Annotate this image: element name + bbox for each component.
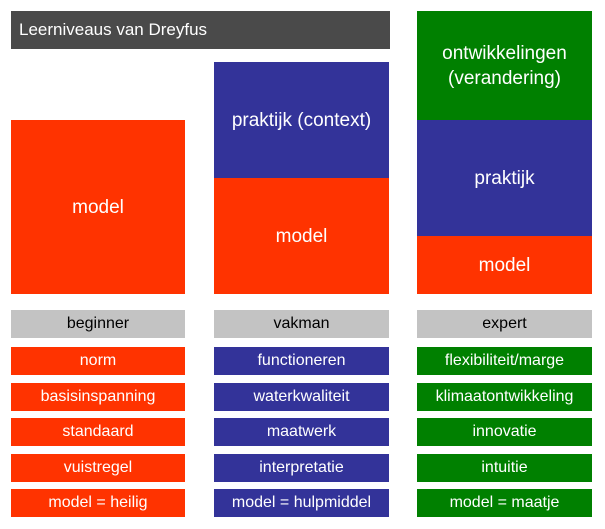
item-vakman-2: waterkwaliteit <box>214 383 389 411</box>
item-beginner-4: vuistregel <box>11 454 185 482</box>
block-vakman-praktijk: praktijk (context) <box>214 62 389 178</box>
item-expert-4: intuitie <box>417 454 592 482</box>
item-vakman-4: interpretatie <box>214 454 389 482</box>
item-beginner-3: standaard <box>11 418 185 446</box>
header-vakman: vakman <box>214 310 389 338</box>
item-beginner-2: basisinspanning <box>11 383 185 411</box>
block-expert-praktijk: praktijk <box>417 120 592 236</box>
block-beginner-model: model <box>11 120 185 294</box>
block-expert-ontwikkelingen: ontwikkelingen (verandering) <box>417 11 592 120</box>
header-expert: expert <box>417 310 592 338</box>
item-beginner-1: norm <box>11 347 185 375</box>
header-beginner: beginner <box>11 310 185 338</box>
diagram-title: Leerniveaus van Dreyfus <box>11 11 390 49</box>
block-vakman-model: model <box>214 178 389 294</box>
item-vakman-3: maatwerk <box>214 418 389 446</box>
item-beginner-5: model = heilig <box>11 489 185 517</box>
item-expert-3: innovatie <box>417 418 592 446</box>
item-vakman-5: model = hulpmiddel <box>214 489 389 517</box>
item-expert-2: klimaatontwikkeling <box>417 383 592 411</box>
block-expert-model: model <box>417 236 592 294</box>
item-vakman-1: functioneren <box>214 347 389 375</box>
item-expert-5: model = maatje <box>417 489 592 517</box>
item-expert-1: flexibiliteit/marge <box>417 347 592 375</box>
